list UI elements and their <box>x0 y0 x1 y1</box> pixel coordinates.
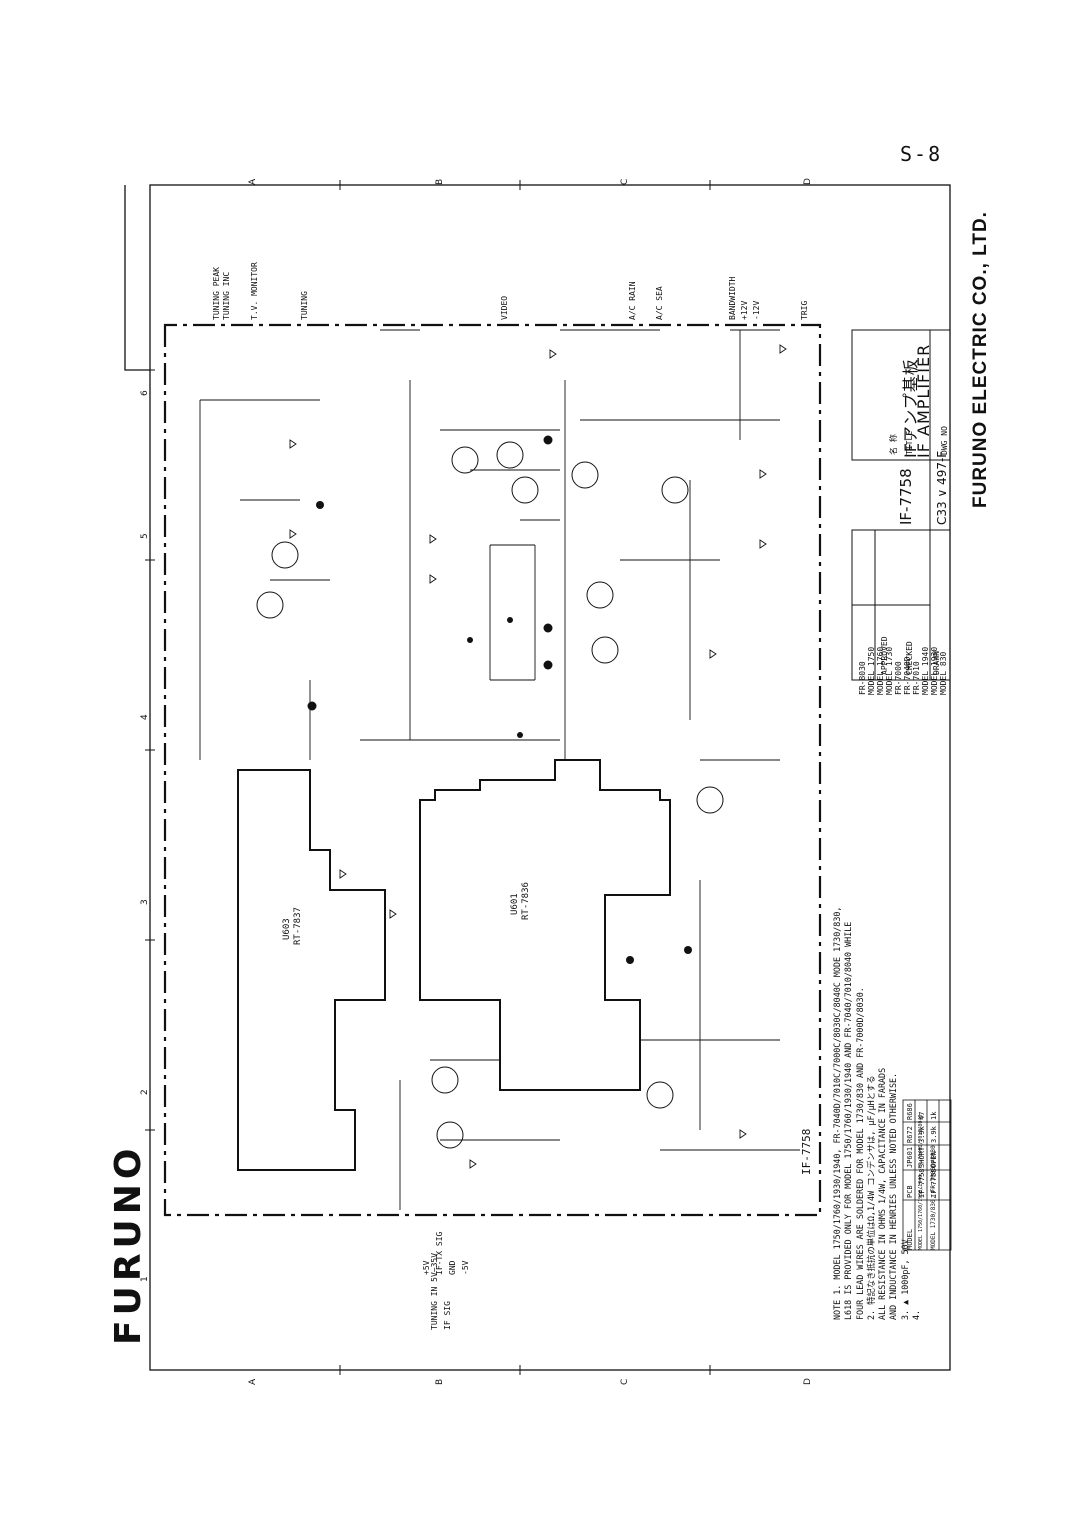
io-label-6: +12V <box>740 300 749 320</box>
note-line: NOTE 1. MODEL 1750/1760/1930/1940, FR-70… <box>832 906 842 1320</box>
note4-row1-r686: 47 <box>918 1111 926 1120</box>
title-label: TITLE <box>905 430 914 455</box>
model-5: FR-7040D <box>903 656 912 695</box>
model-6: FR-7010 <box>912 661 921 695</box>
model-4: FR-7000 <box>894 661 903 695</box>
io-label-16: IF SIG <box>443 1301 452 1330</box>
grid-right-3: 3 <box>140 899 150 905</box>
u601-ref: U601 <box>510 893 520 915</box>
grid-right-4: 4 <box>140 714 150 720</box>
transistors <box>256 441 724 1149</box>
grid-right-2: 2 <box>140 1089 150 1095</box>
grid-top-a: A <box>248 178 258 185</box>
model-3: MODEL 1730 <box>885 646 894 695</box>
model-1: MODEL 1750 <box>867 646 876 695</box>
u601-outline <box>419 759 671 1091</box>
grid-bottom-a: A <box>248 1378 258 1385</box>
grid-top-d: D <box>803 178 813 185</box>
io-label-10: TRIG <box>800 300 809 320</box>
title-en: IF AMPLIFIER <box>914 343 933 458</box>
model-2: MODEL 1760 <box>876 646 885 695</box>
io-label-5: GND <box>448 1260 457 1275</box>
u603-outline <box>237 769 386 1171</box>
grid-bottom-b: B <box>435 1378 445 1385</box>
board-number: IF-7758 <box>897 468 915 525</box>
io-label-7: -12V <box>752 300 761 320</box>
note4-header-pcb: PCB <box>906 1185 914 1198</box>
note4-header-r672: R672 <box>906 1126 914 1143</box>
note-line: AND INDUCTANCE IN HENRIES UNLESS NOTED O… <box>888 1072 899 1320</box>
note4-header-model: MODEL <box>906 1228 914 1250</box>
dots <box>307 435 692 964</box>
io-label-0: TUNING PEAK <box>212 267 221 320</box>
title-block-frame <box>851 329 951 681</box>
note4-row2-r672: 3.9k <box>930 1126 938 1143</box>
grid-bottom-c: C <box>620 1378 630 1385</box>
company-name: FURUNO ELECTRIC CO., LTD. <box>970 211 991 508</box>
grid-top-b: B <box>435 178 445 185</box>
io-label-9: BANDWIDTH <box>728 276 737 320</box>
io-label-2: T.V. MONITOR <box>250 262 259 320</box>
note-line: FOUR LEAD WIRES ARE SOLDERED FOR MODEL 1… <box>854 987 865 1320</box>
note4-table-frame <box>902 1099 952 1251</box>
note4-header-r686: R686 <box>906 1103 914 1120</box>
io-label-12: A/C RAIN <box>628 281 637 320</box>
note-line: 2. 特記なき抵抗の単位はΩ,1/4W コンデンサは, μF/μHとする <box>865 1075 876 1320</box>
grid-right-6: 6 <box>140 390 150 396</box>
note-line: ALL RESISTANCE IN OHMS 1/4W, CAPACITANCE… <box>877 1067 888 1320</box>
note4-row2-pcb: IF-7758 <box>930 1168 938 1198</box>
page-label: S-8 <box>900 142 943 166</box>
board-outline <box>163 323 822 1217</box>
io-label-8: VIDEO <box>500 295 509 320</box>
io-label-3: TUNING <box>300 291 309 320</box>
name-jp-label: 名 称 <box>889 434 898 455</box>
grid-top-c: C <box>620 178 630 185</box>
dwg-no-label: DWG NO <box>940 426 949 455</box>
note4-row2-jp601: OPEN <box>930 1151 938 1168</box>
grid-right-5: 5 <box>140 533 150 539</box>
u601-part: RT-7836 <box>521 882 531 920</box>
io-label-14: -5V <box>461 1260 470 1275</box>
note4-row2-r686: 1k <box>930 1111 938 1120</box>
io-label-15: TUNING IN 5V~35V <box>430 1252 439 1330</box>
io-label-11: A/C SEA <box>655 286 664 320</box>
brand-logo: FURUNO <box>108 1143 149 1345</box>
model-0: FR-8030 <box>858 661 867 695</box>
ground-symbols <box>289 344 787 1169</box>
model-8: MODEL 1930 <box>930 646 939 695</box>
io-label-1: TUNING INC <box>222 271 231 320</box>
drawing-frame <box>149 184 951 1371</box>
note4-row1-r672: 3.9k <box>918 1126 926 1143</box>
schematic-wiring <box>199 329 800 1210</box>
note4-row1-jp601: SHORT <box>918 1146 926 1168</box>
grid-ticks <box>145 180 711 1375</box>
grid-bottom-d: D <box>803 1378 813 1385</box>
u603-part: RT-7837 <box>293 907 303 945</box>
board-tag: IF-7758 <box>800 1128 813 1175</box>
frame-tab <box>124 185 150 371</box>
note-line: L618 IS PROVIDED ONLY FOR MODEL 1750/176… <box>843 921 854 1320</box>
note4-row1-pcb: IF-7758 <box>918 1168 926 1198</box>
dwg-number: C33 ∨ 497-F <box>935 450 949 525</box>
model-9: MODEL 830 <box>939 651 948 695</box>
u603-ref: U603 <box>282 918 292 940</box>
note4-header-jp601: JP601 <box>906 1146 914 1168</box>
model-7: MODEL 1940 <box>921 646 930 695</box>
